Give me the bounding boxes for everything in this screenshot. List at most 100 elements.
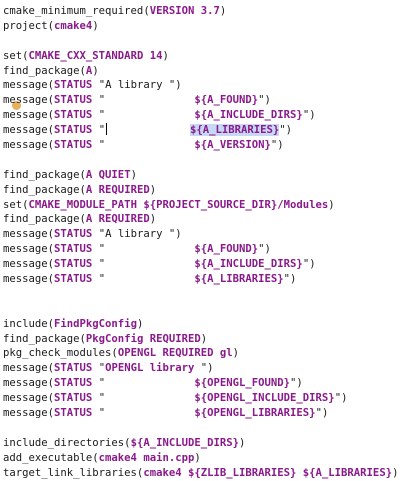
code-token: message( — [3, 228, 55, 241]
code-line[interactable] — [3, 153, 408, 168]
code-token: STATUS — [54, 109, 93, 122]
code-line[interactable]: message(STATUS "A library ") — [3, 78, 408, 93]
code-token: include_directories( — [3, 436, 131, 449]
code-token: ) — [162, 49, 169, 62]
code-token: " — [92, 109, 195, 122]
code-token: A QUIET — [85, 168, 131, 181]
code-token: ") — [315, 407, 329, 420]
code-line[interactable]: add_executable(cmake4 main.cpp) — [3, 451, 408, 466]
code-line[interactable]: include(FindPkgConfig) — [3, 317, 408, 332]
code-line[interactable]: find_package(A REQUIRED) — [3, 183, 408, 198]
code-token: " — [92, 362, 106, 375]
code-token: ) — [232, 347, 240, 360]
code-token: ${A_INCLUDE_DIRS} — [194, 258, 303, 271]
code-line[interactable]: pkg_check_modules(OPENGL REQUIRED gl) — [3, 346, 408, 361]
code-token: find_package( — [3, 64, 86, 77]
code-token: STATUS — [54, 407, 93, 420]
code-token: STATUS — [54, 139, 93, 152]
code-token: find_package( — [3, 183, 86, 196]
code-line[interactable]: target_link_libraries(cmake4 ${ZLIB_LIBR… — [3, 466, 408, 481]
code-line[interactable]: find_package(A) — [3, 64, 408, 79]
code-token: message( — [3, 139, 55, 152]
code-token: FindPkgConfig — [54, 317, 137, 330]
code-line[interactable]: set(CMAKE_MODULE_PATH ${PROJECT_SOURCE_D… — [3, 198, 408, 213]
code-token: find_package( — [3, 213, 86, 226]
code-line[interactable]: find_package(PkgConfig REQUIRED) — [3, 332, 408, 347]
code-token: ") — [334, 392, 348, 405]
code-token: ${OPENGL_FOUND} — [194, 377, 291, 390]
code-line[interactable] — [3, 302, 408, 317]
code-token: " — [92, 377, 195, 390]
code-token: STATUS — [54, 228, 93, 241]
code-token: ${A_INCLUDE_DIRS} — [130, 436, 239, 449]
code-token: ${A_VERSION} — [194, 139, 271, 152]
code-line[interactable]: message(STATUS " ${A_LIBRARIES}") — [3, 123, 408, 138]
code-token: STATUS — [54, 258, 93, 271]
code-line[interactable]: cmake_minimum_required(VERSION 3.7) — [3, 4, 408, 19]
code-token: " — [92, 258, 195, 271]
code-token: cmake4 main.cpp — [98, 451, 195, 464]
code-token: ") — [194, 362, 214, 375]
code-line[interactable]: message(STATUS " ${A_FOUND}") — [3, 93, 408, 108]
code-token: ) — [194, 451, 201, 464]
code-line[interactable]: message(STATUS " ${A_INCLUDE_DIRS}") — [3, 108, 408, 123]
code-line[interactable]: message(STATUS " ${A_LIBRARIES}") — [3, 272, 408, 287]
code-line[interactable]: find_package(A QUIET) — [3, 168, 408, 183]
code-line[interactable]: message(STATUS "A library ") — [3, 227, 408, 242]
code-token: STATUS — [54, 94, 93, 107]
code-token: project( — [3, 19, 55, 32]
code-token: include( — [3, 317, 55, 330]
code-line[interactable] — [3, 421, 408, 436]
code-line[interactable] — [3, 34, 408, 49]
code-token: ") — [302, 109, 316, 122]
code-token: " — [92, 94, 195, 107]
code-line[interactable]: message(STATUS " ${OPENGL_INCLUDE_DIRS}"… — [3, 391, 408, 406]
code-token: target_link_libraries( — [3, 466, 144, 479]
code-token: STATUS — [54, 362, 93, 375]
code-token: message( — [3, 243, 55, 256]
code-token: A REQUIRED — [85, 213, 150, 226]
code-token: " — [92, 124, 106, 137]
code-line[interactable]: message(STATUS " ${A_INCLUDE_DIRS}") — [3, 257, 408, 272]
code-token: message( — [3, 392, 55, 405]
code-token: ) — [239, 436, 246, 449]
code-token: STATUS — [54, 377, 93, 390]
code-line[interactable]: message(STATUS " ${OPENGL_LIBRARIES}") — [3, 406, 408, 421]
code-line[interactable]: message(STATUS " ${OPENGL_FOUND}") — [3, 376, 408, 391]
code-token: message( — [3, 258, 55, 271]
code-token: ") — [270, 139, 284, 152]
code-token: ${A_LIBRARIES} — [190, 124, 280, 137]
code-token: set( — [3, 198, 29, 211]
code-token: message( — [3, 362, 55, 375]
code-line[interactable]: project(cmake4) — [3, 19, 408, 34]
code-token: message( — [3, 94, 55, 107]
code-token: " — [92, 243, 195, 256]
code-token: "A library ") — [92, 228, 182, 241]
code-line[interactable]: message(STATUS " ${A_VERSION}") — [3, 138, 408, 153]
code-token: cmake_minimum_required( — [3, 5, 150, 17]
code-token: ") — [279, 124, 293, 137]
code-token: message( — [3, 79, 55, 92]
code-token: add_executable( — [3, 451, 99, 464]
code-line[interactable]: find_package(A REQUIRED) — [3, 212, 408, 227]
code-token: A — [85, 64, 93, 77]
code-line[interactable]: include_directories(${A_INCLUDE_DIRS}) — [3, 436, 408, 451]
code-token: OPENGL REQUIRED gl — [117, 347, 233, 360]
code-token: ) — [136, 317, 144, 330]
code-token: ${OPENGL_INCLUDE_DIRS} — [194, 392, 335, 405]
code-token: STATUS — [54, 243, 93, 256]
code-line[interactable] — [3, 287, 408, 302]
code-token: cmake4 ${ZLIB_LIBRARIES} ${A_LIBRARIES} — [143, 466, 393, 479]
code-token: STATUS — [54, 273, 93, 286]
code-token: OPENGL library — [105, 362, 195, 375]
code-token: A REQUIRED — [85, 183, 150, 196]
code-token — [107, 124, 190, 136]
mouse-pointer-icon — [12, 101, 21, 110]
code-token: " — [92, 139, 195, 152]
code-token: ") — [283, 273, 297, 286]
code-token: STATUS — [54, 79, 93, 92]
code-line[interactable]: message(STATUS "OPENGL library ") — [3, 361, 408, 376]
code-line[interactable]: message(STATUS " ${A_FOUND}") — [3, 242, 408, 257]
code-line[interactable]: set(CMAKE_CXX_STANDARD 14) — [3, 49, 408, 64]
